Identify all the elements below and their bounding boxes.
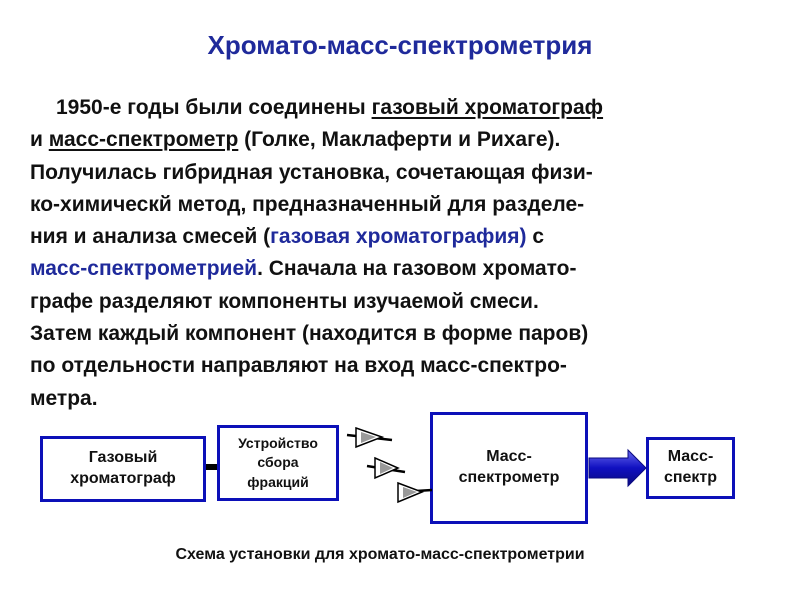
text-line-6: масс-спектрометрией. Сначала на газовом …	[30, 253, 780, 285]
term-mass-spectrometer: масс-спектрометр	[48, 128, 239, 152]
body-paragraph: 1950-е годы были соединены газовый хрома…	[30, 92, 780, 415]
text-span: (Голке, Маклаферти и Рихаге).	[238, 128, 561, 152]
fraction-collector-box: Устройство сбора фракций	[217, 425, 339, 501]
box-label-line: Газовый	[88, 449, 158, 467]
box-label-line: фракций	[247, 473, 309, 490]
box-label-line: Масс-	[667, 448, 714, 466]
text-line-8: Затем каждый компонент (находится в форм…	[30, 322, 589, 346]
text-line-3: Получилась гибридная установка, сочетающ…	[30, 160, 593, 184]
text-line-10: метра.	[30, 386, 98, 410]
text-span: 1950-е годы были соединены	[56, 96, 372, 119]
term-mass-spectrometry: масс-спектрометрией	[30, 257, 258, 281]
fraction-arrow-2	[366, 456, 406, 480]
box-label-line: сбора	[257, 454, 299, 471]
text-line-1: 1950-е годы были соединены газовый хрома…	[30, 92, 780, 124]
text-line-5: ния и анализа смесей (газовая хроматогра…	[30, 221, 780, 253]
slide-title: Хромато-масс-спектрометрия	[207, 30, 593, 60]
text-line-7: графе разделяют компоненты изучаемой сме…	[30, 289, 539, 313]
box-label-line: хроматограф	[70, 470, 176, 487]
term-gas-chromatography: газовая хроматография)	[270, 225, 527, 249]
text-line-2: и масс-спектрометр (Голке, Маклаферти и …	[30, 124, 780, 156]
box-label-line: спектр	[663, 469, 718, 486]
fraction-arrow-3	[397, 481, 433, 504]
term-gas-chromatograph: газовый хроматограф	[371, 96, 604, 119]
text-span: ния и анализа смесей (	[30, 225, 271, 249]
diagram-caption: Схема установки для хромато-масс-спектро…	[175, 546, 585, 563]
mass-spectrometer-box: Масс- спектрометр	[430, 412, 588, 524]
text-span: с	[526, 225, 545, 249]
text-line-9: по отдельности направляют на вход масс-с…	[30, 354, 567, 378]
box-label-line: спектрометр	[458, 469, 560, 486]
gc-to-collector-connector	[206, 464, 217, 470]
mass-spectrum-box: Масс- спектр	[646, 437, 735, 499]
text-span: и	[30, 128, 49, 152]
gas-chromatograph-box: Газовый хроматограф	[40, 436, 206, 502]
text-span: . Сначала на газовом хромато-	[257, 257, 577, 281]
text-line-4: ко-химическй метод, предназначенный для …	[30, 192, 585, 216]
box-label-line: Масс-	[486, 448, 532, 466]
blue-arrow-icon	[588, 448, 647, 488]
box-label-line: Устройство	[238, 434, 318, 451]
fraction-arrow-1	[346, 426, 393, 449]
